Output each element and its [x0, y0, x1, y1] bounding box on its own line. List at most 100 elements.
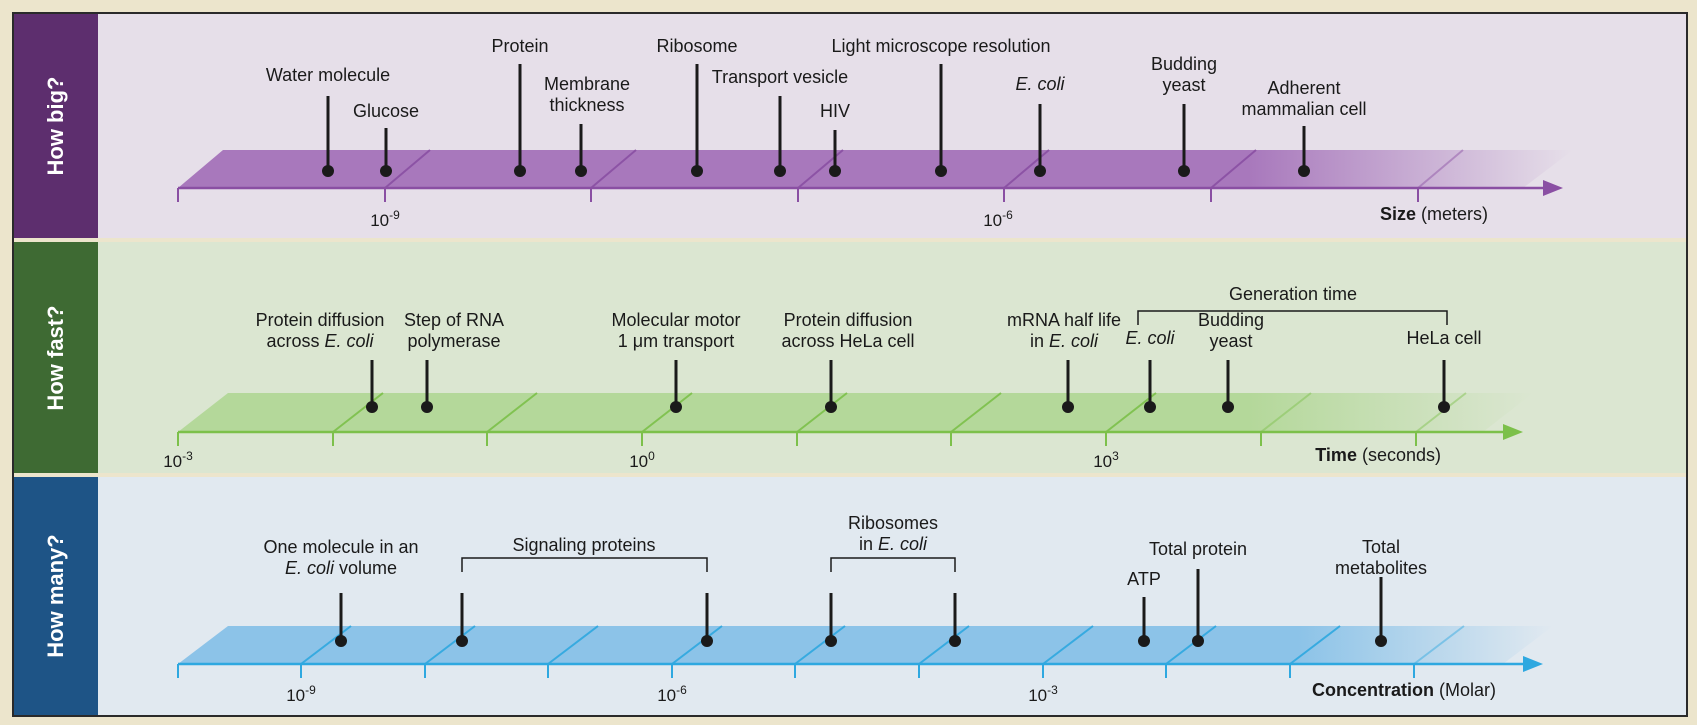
- size-marker-dot: [1034, 165, 1046, 177]
- time-band-divider: [1415, 392, 1467, 433]
- conc-range-bracket: [830, 557, 956, 572]
- conc-marker-dot: [1375, 635, 1387, 647]
- concentration-side-label: How many?: [43, 534, 68, 658]
- conc-marker-dot: [456, 635, 468, 647]
- conc-band-divider: [1413, 625, 1465, 665]
- conc-axis-arrow: [1523, 656, 1543, 672]
- size-axis-title: Size (meters): [1380, 204, 1488, 224]
- conc-range-bracket: [461, 557, 708, 572]
- size-marker-dot: [935, 165, 947, 177]
- size-marker-label: Ribosome: [656, 36, 737, 56]
- conc-marker-label: Total protein: [1149, 539, 1247, 559]
- size-marker-label: E. coli: [1015, 74, 1065, 94]
- time-band: [178, 393, 1533, 432]
- conc-marker-dot: [949, 635, 961, 647]
- size-decade-label: 10-6: [983, 208, 1013, 230]
- size-marker-label: Protein: [491, 36, 548, 56]
- time-band-divider: [950, 392, 1002, 433]
- size-marker-dot: [829, 165, 841, 177]
- size-marker-dot: [1298, 165, 1310, 177]
- time-band-divider: [796, 392, 848, 433]
- size-marker-label: Light microscope resolution: [831, 36, 1050, 56]
- size-marker-dot: [575, 165, 587, 177]
- time-band-divider: [486, 392, 538, 433]
- size-band-divider: [384, 149, 431, 189]
- concentration-side-bar: How many?: [14, 477, 98, 715]
- time-marker-dot: [1144, 401, 1156, 413]
- size-band-divider: [1210, 149, 1257, 189]
- size-marker-label: Glucose: [353, 101, 419, 121]
- time-marker-label: HeLa cell: [1406, 328, 1481, 348]
- conc-decade-label: 10-3: [1028, 683, 1058, 705]
- conc-band-divider: [547, 625, 599, 665]
- time-decade-label: 10-3: [163, 449, 193, 471]
- size-axis-arrow: [1543, 180, 1563, 196]
- size-band-divider: [1417, 149, 1464, 189]
- time-decade-label: 103: [1093, 449, 1119, 471]
- conc-band-divider: [1042, 625, 1094, 665]
- size-marker-dot: [774, 165, 786, 177]
- conc-axis-title: Concentration (Molar): [1312, 680, 1496, 700]
- time-axis-title: Time (seconds): [1315, 445, 1441, 465]
- conc-band-divider: [918, 625, 970, 665]
- conc-marker-dot: [825, 635, 837, 647]
- size-band-divider: [590, 149, 637, 189]
- generation-time-bracket: [1137, 310, 1448, 325]
- size-panel: How big? 10-9 10-6 Size (meters) Water mole…: [14, 14, 1686, 238]
- time-marker-dot: [366, 401, 378, 413]
- conc-marker-label: Signaling proteins: [512, 535, 655, 555]
- time-band-divider: [332, 392, 384, 433]
- time-marker-label: E. coli: [1125, 328, 1175, 348]
- size-side-label: How big?: [43, 76, 68, 176]
- size-marker-label: Transport vesicle: [712, 67, 848, 87]
- time-marker-dot: [825, 401, 837, 413]
- size-marker-dot: [514, 165, 526, 177]
- size-decade-label: 10-9: [370, 208, 400, 230]
- conc-marker-label: ATP: [1127, 569, 1161, 589]
- conc-band-divider: [300, 625, 352, 665]
- time-marker-dot: [1062, 401, 1074, 413]
- size-marker-dot: [1178, 165, 1190, 177]
- time-decade-label: 100: [629, 449, 655, 471]
- conc-marker-dot: [1192, 635, 1204, 647]
- size-marker-dot: [322, 165, 334, 177]
- size-side-bar: How big?: [14, 14, 98, 238]
- conc-marker-dot: [701, 635, 713, 647]
- time-marker-dot: [1438, 401, 1450, 413]
- conc-band-divider: [1289, 625, 1341, 665]
- conc-decade-label: 10-6: [657, 683, 687, 705]
- size-marker-dot: [691, 165, 703, 177]
- time-marker-dot: [670, 401, 682, 413]
- conc-band: [178, 626, 1553, 664]
- time-marker-dot: [1222, 401, 1234, 413]
- time-band-divider: [641, 392, 693, 433]
- conc-band-divider: [671, 625, 723, 665]
- figure-frame: How big? 10-9 10-6 Size (meters) Water mole…: [12, 12, 1688, 717]
- conc-marker-dot: [335, 635, 347, 647]
- time-side-bar: How fast?: [14, 242, 98, 473]
- time-side-label: How fast?: [43, 304, 68, 411]
- conc-marker-dot: [1138, 635, 1150, 647]
- size-scale: 10-9 10-6 Size (meters) Water moleculeGluco…: [177, 36, 1573, 230]
- time-axis-arrow: [1503, 424, 1523, 440]
- time-band-divider: [1260, 392, 1312, 433]
- size-marker-label: Water molecule: [266, 65, 390, 85]
- time-band-divider: [1105, 392, 1157, 433]
- time-marker-dot: [421, 401, 433, 413]
- conc-band-divider: [1165, 625, 1217, 665]
- size-marker-dot: [380, 165, 392, 177]
- conc-band-divider: [424, 625, 476, 665]
